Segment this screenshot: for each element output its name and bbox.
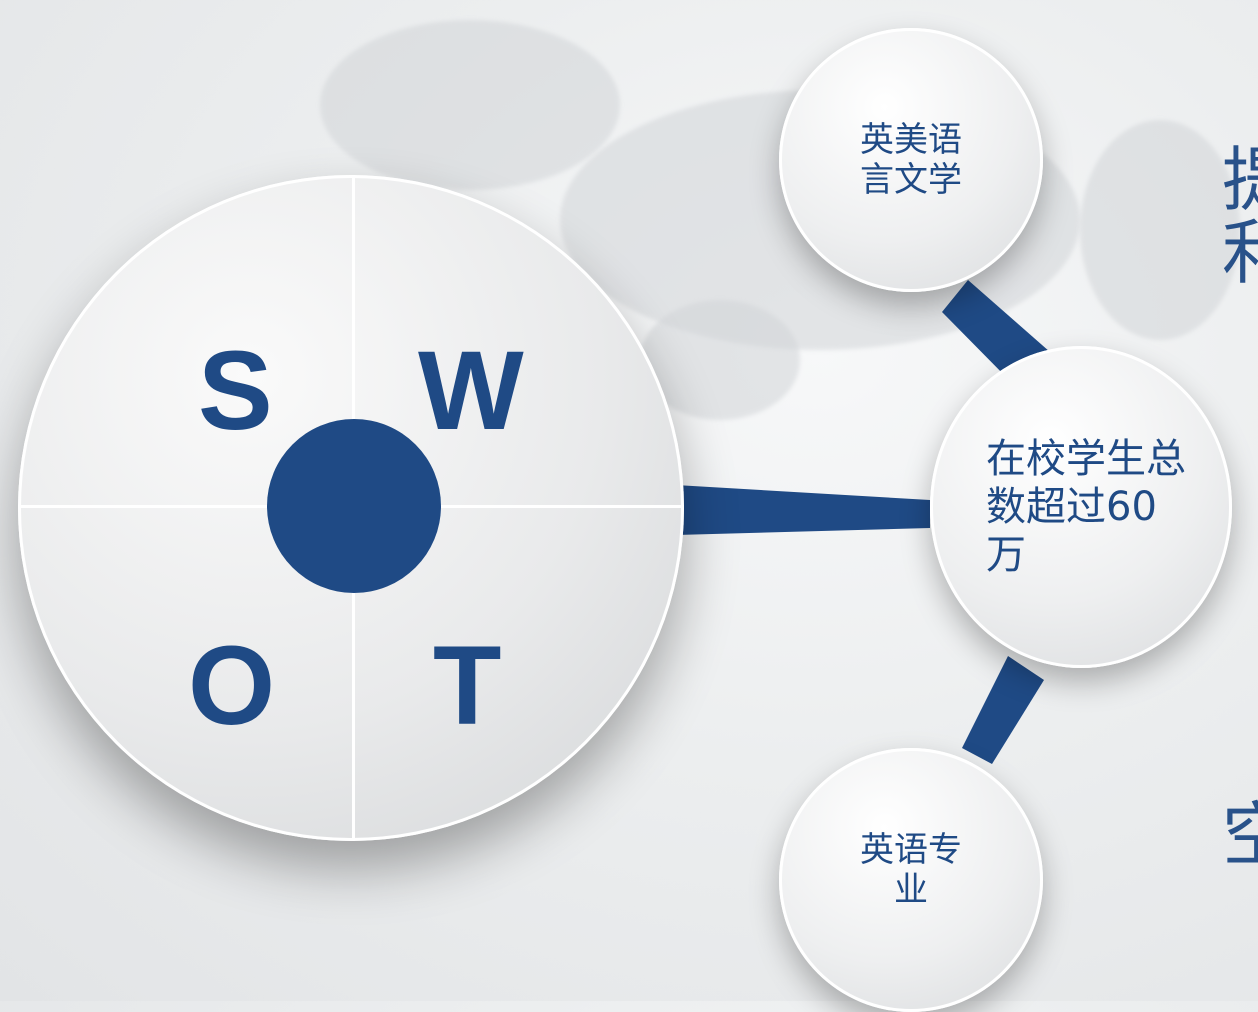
bubble-top[interactable]: 英美语言文学 xyxy=(779,28,1043,292)
connector-bottom-bubble xyxy=(962,656,1044,764)
bubble-bottom-label: 英语专业 xyxy=(860,830,962,910)
side-text-char-2: 利 xyxy=(1222,212,1258,294)
quadrant-t-letter[interactable]: T xyxy=(433,623,502,748)
quadrant-w-letter[interactable]: W xyxy=(418,328,524,453)
map-continent-shape xyxy=(1080,120,1240,340)
bubble-top-label: 英美语言文学 xyxy=(860,120,962,200)
bubble-middle-label: 在校学生总数超过60万 xyxy=(986,436,1186,578)
pointer-hub xyxy=(267,419,441,593)
bubble-middle[interactable]: 在校学生总数超过60万 xyxy=(930,346,1232,668)
map-continent-shape xyxy=(320,20,620,190)
map-continent-shape xyxy=(640,300,800,420)
quadrant-s-letter[interactable]: S xyxy=(198,328,273,453)
side-text-char-3: 空 xyxy=(1222,794,1258,876)
bubble-bottom[interactable]: 英语专业 xyxy=(779,748,1043,1012)
side-text-char-1: 提 xyxy=(1222,139,1258,221)
quadrant-o-letter[interactable]: O xyxy=(188,623,276,748)
